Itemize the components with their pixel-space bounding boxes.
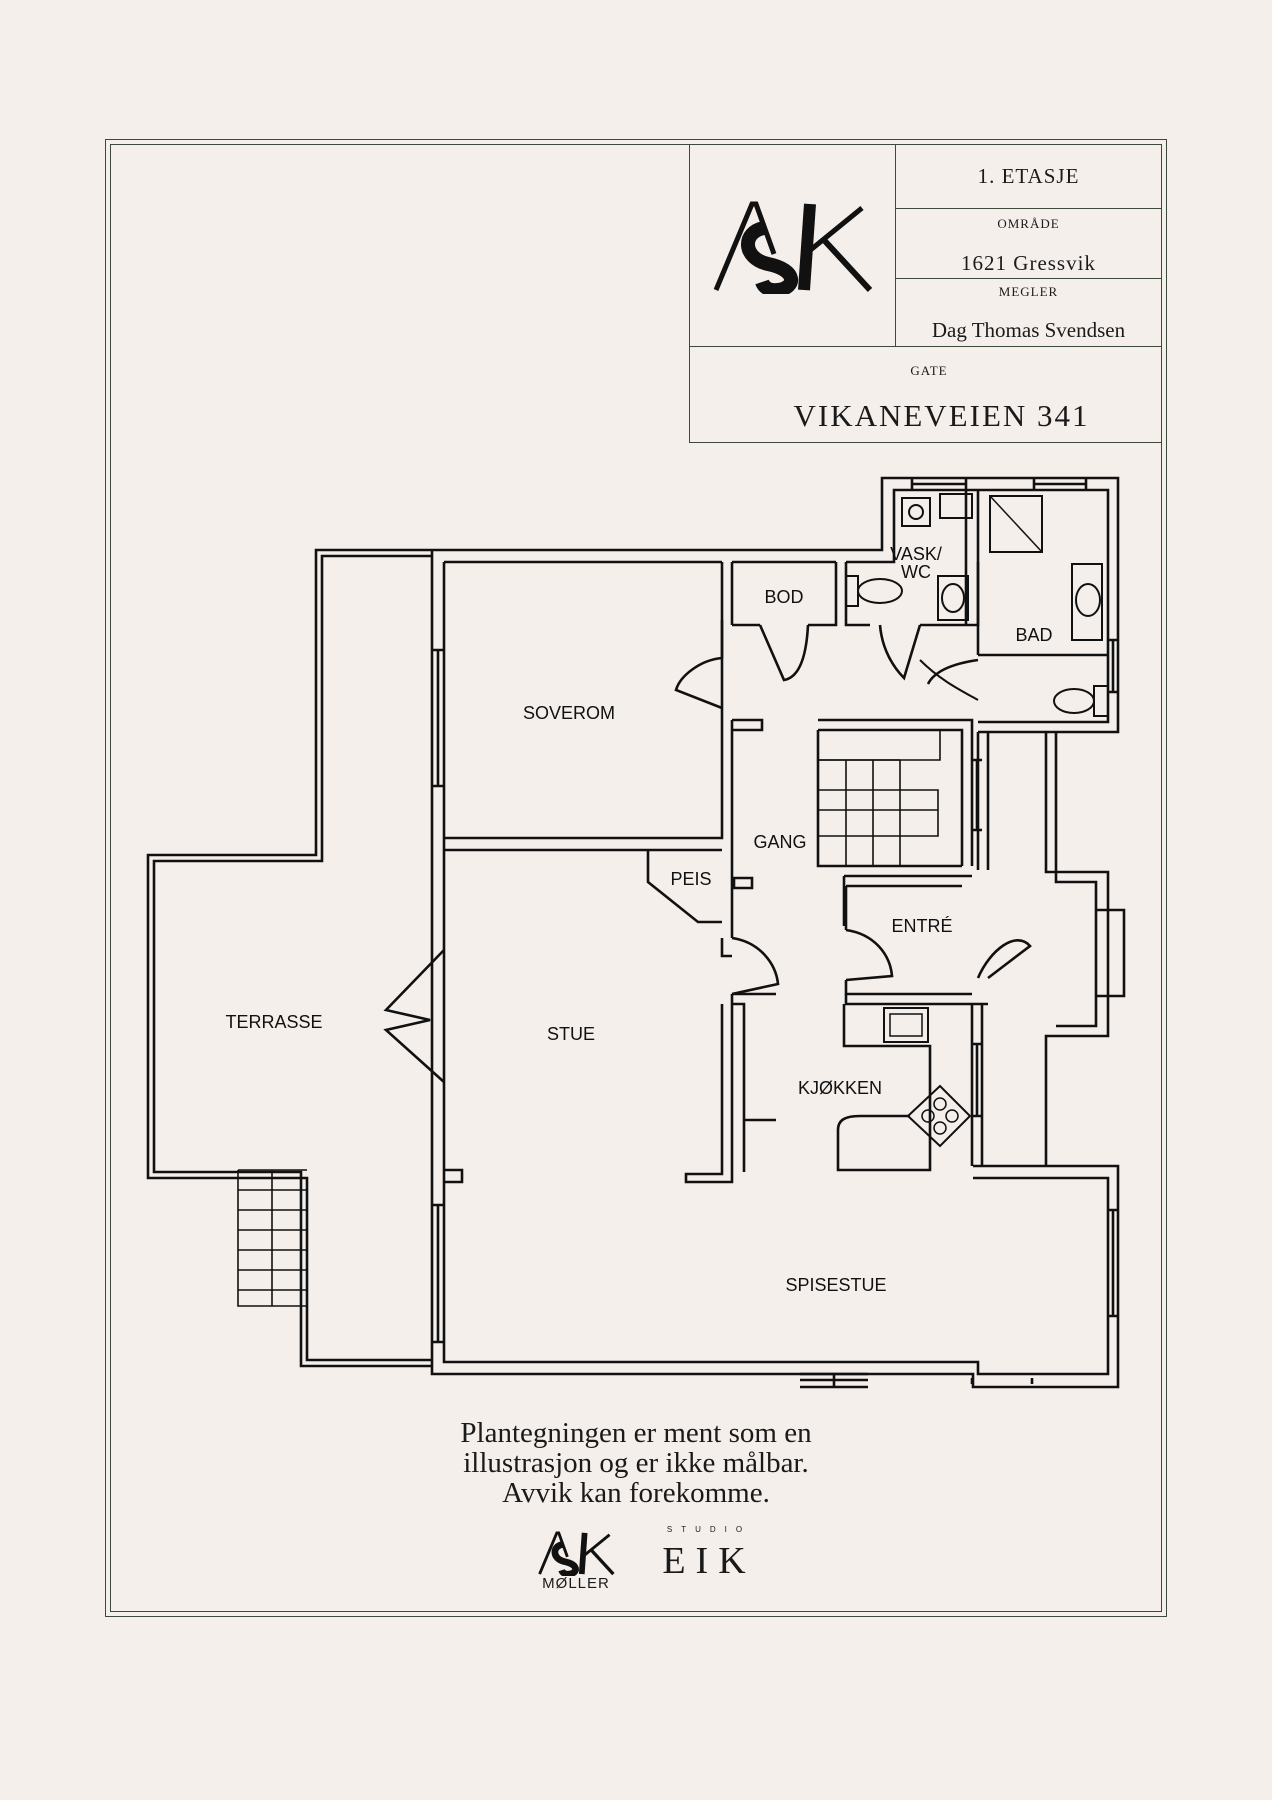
title-block-line-2 <box>895 278 1162 279</box>
room-label-gang: GANG <box>753 832 807 852</box>
page-frame-outer <box>105 139 1167 1617</box>
street-value: VIKANEVEIEN 341 <box>793 398 1090 433</box>
studio-eik-small: STUDIO <box>666 1525 752 1534</box>
title-block-box <box>689 144 1162 443</box>
room-label-soverom: SOVEROM <box>522 703 616 723</box>
disclaimer-line-1: Plantegningen er ment som en <box>460 1417 812 1449</box>
room-label-terrasse: TERRASSE <box>225 1012 323 1032</box>
room-label-spisestue: SPISESTUE <box>785 1275 887 1295</box>
ask-moller-mark <box>538 1531 615 1578</box>
room-label-entre: ENTRÉ <box>891 916 953 936</box>
disclaimer-line-2: illustrasjon og er ikke målbar. <box>463 1447 809 1479</box>
room-label-stue: STUE <box>546 1024 596 1044</box>
agent-value: Dag Thomas Svendsen <box>931 318 1126 342</box>
room-label-kjokken: KJØKKEN <box>797 1078 883 1098</box>
street-label: GATE <box>910 363 948 378</box>
disclaimer: Plantegningen er ment som en illustrasjo… <box>336 1418 936 1508</box>
ask-logo <box>713 201 872 294</box>
title-block-divider <box>689 346 1162 347</box>
studio-eik-text: EIK <box>662 1540 756 1582</box>
room-label-vask: VASK/ <box>890 544 942 564</box>
room-label-bad: BAD <box>1015 625 1053 645</box>
area-label: OMRÅDE <box>997 216 1060 231</box>
page-frame-inner <box>110 144 1162 1612</box>
room-label-vask-wc: VASK/ <box>890 545 942 563</box>
room-label-peis: PEIS <box>670 869 712 889</box>
disclaimer-line-3: Avvik kan forekomme. <box>502 1477 770 1509</box>
title-block-line-1 <box>895 208 1162 209</box>
area-value: 1621 Gressvik <box>961 251 1096 275</box>
studio-eik-logo: STUDIO EIK <box>654 1525 764 1585</box>
ask-moller-logo: MØLLER <box>536 1530 616 1592</box>
room-label-wc: WC <box>901 562 931 582</box>
title-block-vdivider <box>895 144 896 346</box>
agent-label: MEGLER <box>998 284 1059 299</box>
floor-label: 1. ETASJE <box>977 164 1080 188</box>
room-label-bod: BOD <box>764 587 804 607</box>
ask-moller-text: MØLLER <box>542 1575 610 1592</box>
